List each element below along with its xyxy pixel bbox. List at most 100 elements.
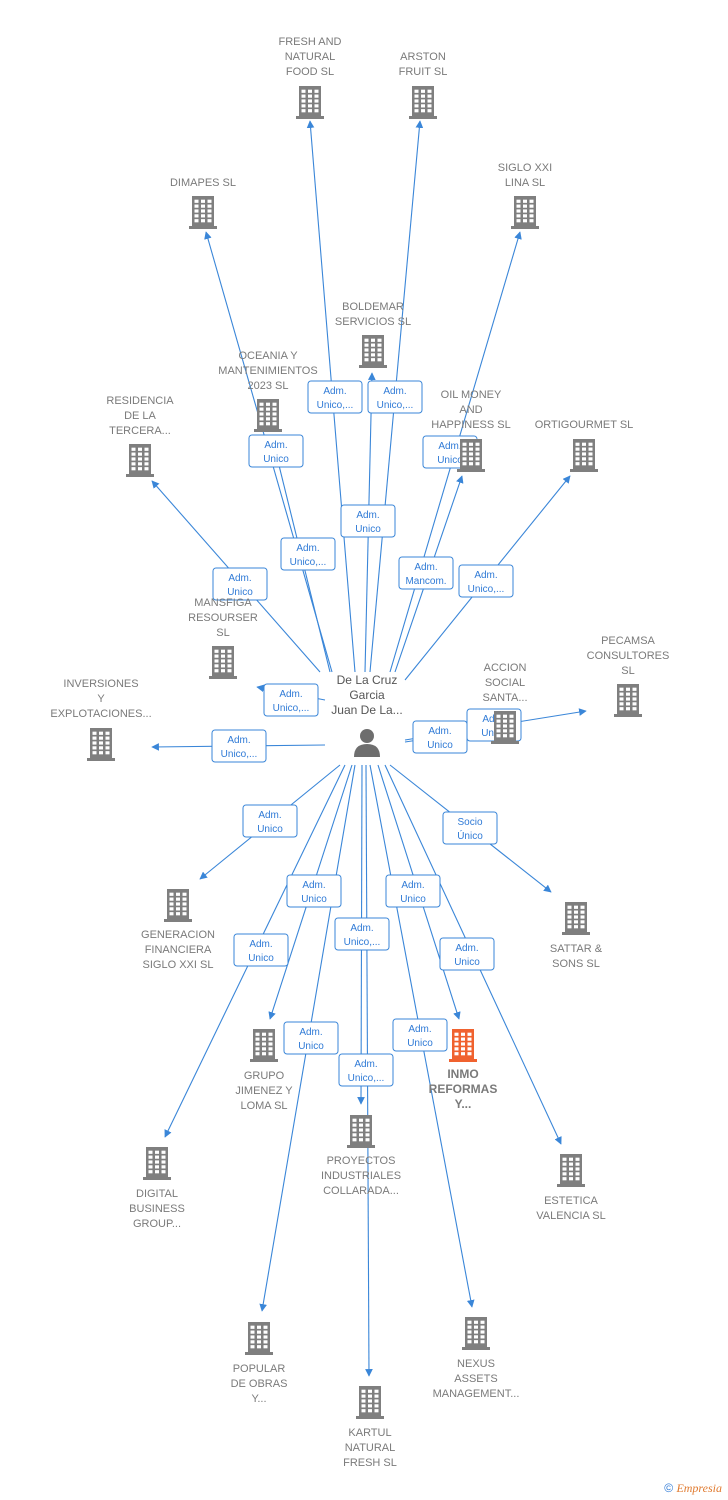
edge-label-siglo[interactable]: Adm.Mancom. [398, 556, 454, 590]
edge-label-inmo[interactable]: Adm.Unico [385, 874, 441, 908]
person-name-line: Garcia [349, 688, 385, 702]
person-icon [354, 729, 380, 757]
edge-label-inversiones[interactable]: Adm.Unico,... [211, 729, 267, 763]
edge-label-arston[interactable]: Adm.Unico,... [367, 380, 423, 414]
edge-label-accion[interactable]: Adm.Unico [412, 720, 468, 754]
company-node-sattar[interactable]: SATTAR &SONS SL [550, 902, 603, 970]
building-icon [245, 1322, 273, 1355]
edge-label-line: Adm. [264, 440, 287, 451]
edge-label-box [439, 937, 495, 971]
company-name-line: HAPPINESS SL [431, 419, 510, 431]
edge-label-line: Unico,... [317, 400, 354, 411]
edge-label-residencia[interactable]: Adm.Unico [212, 567, 268, 601]
edge-label-box [211, 729, 267, 763]
edge-label-estetica[interactable]: Adm.Unico [439, 937, 495, 971]
edge-label-line: Adm. [356, 510, 379, 521]
edge-label-line: Unico,... [377, 400, 414, 411]
company-name-line: Y [97, 693, 105, 705]
company-name-line: SATTAR & [550, 943, 603, 955]
edge-label-box [233, 933, 289, 967]
edge-label-fresh[interactable]: Adm.Unico,... [307, 380, 363, 414]
edge-label-line: Unico [400, 894, 426, 905]
company-name-line: DE LA [124, 410, 156, 422]
edge-label-line: Unico [427, 740, 453, 751]
company-node-dimapes[interactable]: DIMAPES SL [170, 177, 236, 229]
edge-label-line: Unico [298, 1041, 324, 1052]
company-name-line: RESOURSER [188, 612, 258, 624]
company-name-line: MANAGEMENT... [433, 1388, 520, 1400]
company-name-line: NATURAL [285, 51, 336, 63]
edge-label-line: Unico [263, 454, 289, 465]
edge-label-box [340, 504, 396, 538]
edge-label-ortigourmet[interactable]: Adm.Unico,... [458, 564, 514, 598]
edge-label-line: Único [457, 829, 483, 842]
company-name-line: FRESH AND [279, 36, 342, 48]
company-name-line: OCEANIA Y [238, 350, 298, 362]
footer-brand[interactable]: © Empresia [664, 1481, 722, 1496]
company-node-accion[interactable]: ACCIONSOCIALSANTA... [482, 662, 528, 744]
edge-label-popular[interactable]: Adm.Unico [283, 1021, 339, 1055]
edge-label-box [334, 917, 390, 951]
copyright-symbol: © [664, 1481, 674, 1495]
company-name-line: FINANCIERA [145, 944, 212, 956]
edge-label-line: Adm. [227, 735, 250, 746]
building-icon [356, 1386, 384, 1419]
company-node-proyectos[interactable]: PROYECTOSINDUSTRIALESCOLLARADA... [321, 1115, 401, 1197]
company-name-line: ESTETICA [544, 1195, 598, 1207]
company-node-nexus[interactable]: NEXUSASSETSMANAGEMENT... [433, 1317, 520, 1400]
edge-label-box [458, 564, 514, 598]
company-node-inmo[interactable]: INMOREFORMASY... [429, 1029, 498, 1111]
company-name-line: Y... [251, 1393, 266, 1405]
company-name-line: SL [621, 665, 634, 677]
company-name-line: SOCIAL [485, 677, 525, 689]
company-name-line: ORTIGOURMET SL [535, 419, 634, 431]
company-node-inversiones[interactable]: INVERSIONESYEXPLOTACIONES... [50, 678, 152, 761]
edge-label-generacion[interactable]: Adm.Unico [242, 804, 298, 838]
edge-label-line: Unico [407, 1038, 433, 1049]
brand-logo-text: Empresia [676, 1481, 722, 1495]
company-name-line: CONSULTORES [587, 650, 670, 662]
edge-label-oceania[interactable]: Adm. Unico,... [280, 537, 336, 571]
building-icon [250, 1029, 278, 1062]
edge-label-line: Unico [355, 524, 381, 535]
edge-label-digital[interactable]: Adm.Unico [233, 933, 289, 967]
edge-label-mansfiga[interactable]: Adm.Unico,... [263, 683, 319, 717]
edge-label-grupo[interactable]: Adm.Unico [286, 874, 342, 908]
company-node-ortigourmet[interactable]: ORTIGOURMET SL [535, 419, 634, 472]
company-name-line: GROUP... [133, 1218, 181, 1230]
edge-label-dimapes[interactable]: Adm. Unico [248, 434, 304, 468]
edge-label-line: Unico [257, 824, 283, 835]
company-name-line: OIL MONEY [441, 389, 502, 401]
edge-label-nexus[interactable]: Adm.Unico [392, 1018, 448, 1052]
company-name-line: PROYECTOS [327, 1155, 396, 1167]
company-name-line: LINA SL [505, 177, 545, 189]
edge-label-line: Unico,... [468, 584, 505, 595]
edge-label-line: Adm. [302, 880, 325, 891]
edge-label-kartul[interactable]: Adm.Unico,... [338, 1053, 394, 1087]
building-icon [562, 902, 590, 935]
edge-label-line: Adm. [296, 543, 319, 554]
edge-label-line: Unico,... [290, 557, 327, 568]
edge-label-proyectos[interactable]: Adm.Unico,... [334, 917, 390, 951]
company-node-digital[interactable]: DIGITALBUSINESSGROUP... [129, 1147, 185, 1230]
edge-label-boldemar[interactable]: Adm. Unico [340, 504, 396, 538]
building-icon [126, 444, 154, 477]
edge-label-box [392, 1018, 448, 1052]
